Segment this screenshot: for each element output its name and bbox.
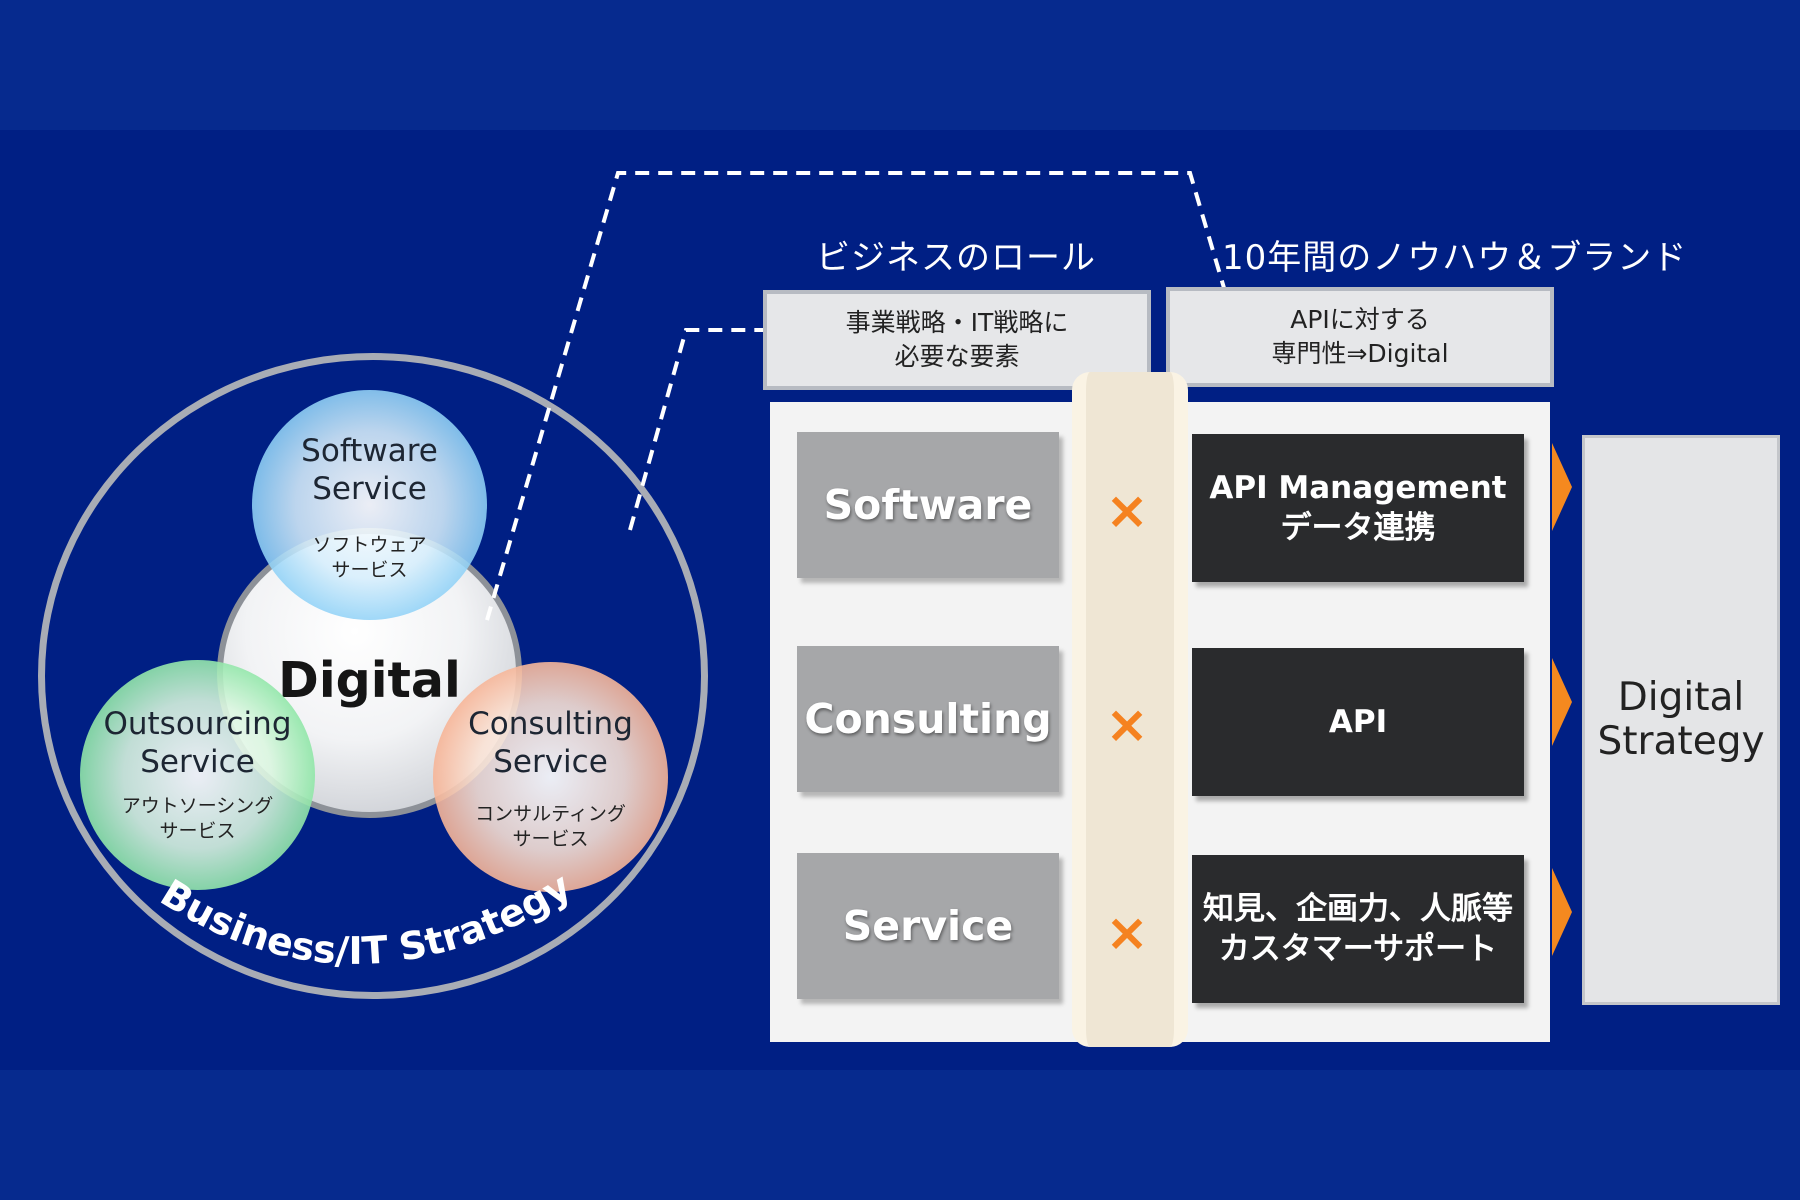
cross-icon: × (1105, 481, 1149, 541)
software-subtitle-line1: ソフトウェア (312, 534, 427, 556)
consulting-subtitle-line1: コンサルティング (475, 803, 626, 825)
knowhow-description-line2: 専門性⇒Digital (1271, 339, 1449, 368)
digital-strategy-line2: Strategy (1597, 719, 1765, 764)
arrow-right-icon (1552, 868, 1572, 956)
knowhow-box-insight: 知見、企画力、人脈等 カスタマーサポート (1192, 855, 1524, 1003)
role-box-consulting: Consulting (797, 646, 1059, 792)
roles-description-box: 事業戦略・IT戦略に 必要な要素 (763, 290, 1151, 390)
role-box-service: Service (797, 853, 1059, 999)
cross-column-highlight (1072, 372, 1188, 1047)
knowhow-header: 10年間のノウハウ＆ブランド (1222, 238, 1688, 278)
role-label-software: Software (823, 481, 1033, 529)
digital-circle-label: Digital (278, 652, 461, 709)
role-label-service: Service (842, 902, 1014, 950)
cross-icon: × (1105, 903, 1149, 963)
consulting-service-circle: Consulting Service コンサルティング サービス (433, 662, 668, 892)
digital-strategy-line1: Digital (1617, 675, 1745, 720)
roles-description-line1: 事業戦略・IT戦略に (845, 308, 1069, 337)
outsourcing-subtitle-line1: アウトソーシング (121, 795, 274, 817)
knowhow-description-box: APIに対する 専門性⇒Digital (1166, 287, 1554, 387)
software-title-line2: Service (312, 471, 427, 507)
roles-header: ビジネスのロール (816, 238, 1096, 278)
knowhow-line1: API (1328, 704, 1388, 740)
arrow-right-icon (1552, 443, 1572, 531)
outsourcing-title-line2: Service (140, 744, 255, 780)
consulting-subtitle-line2: サービス (512, 828, 589, 850)
digital-strategy-box: Digital Strategy (1582, 435, 1780, 1005)
roles-description-line2: 必要な要素 (894, 342, 1020, 371)
knowhow-box-api-management: API Management データ連携 (1192, 434, 1524, 582)
outsourcing-service-circle: Outsourcing Service アウトソーシング サービス (80, 660, 315, 890)
software-service-circle: Software Service ソフトウェア サービス (252, 390, 487, 620)
knowhow-line1: 知見、企画力、人脈等 (1203, 891, 1513, 927)
consulting-title-line2: Service (493, 744, 608, 780)
software-title-line1: Software (301, 433, 438, 469)
cross-icon: × (1105, 695, 1149, 755)
knowhow-box-api: API (1192, 648, 1524, 796)
knowhow-description-line1: APIに対する (1290, 305, 1430, 334)
knowhow-line2: カスタマーサポート (1218, 931, 1498, 967)
outsourcing-title-line1: Outsourcing (103, 706, 292, 742)
knowhow-line1: API Management (1209, 470, 1507, 506)
role-label-consulting: Consulting (804, 695, 1052, 743)
consulting-title-line1: Consulting (468, 706, 633, 742)
outsourcing-subtitle-line2: サービス (159, 820, 236, 842)
business-it-strategy-ring (38, 353, 708, 999)
role-box-software: Software (797, 432, 1059, 578)
arrow-right-icon (1552, 658, 1572, 746)
software-subtitle-line2: サービス (331, 559, 408, 581)
knowhow-line2: データ連携 (1280, 510, 1436, 546)
